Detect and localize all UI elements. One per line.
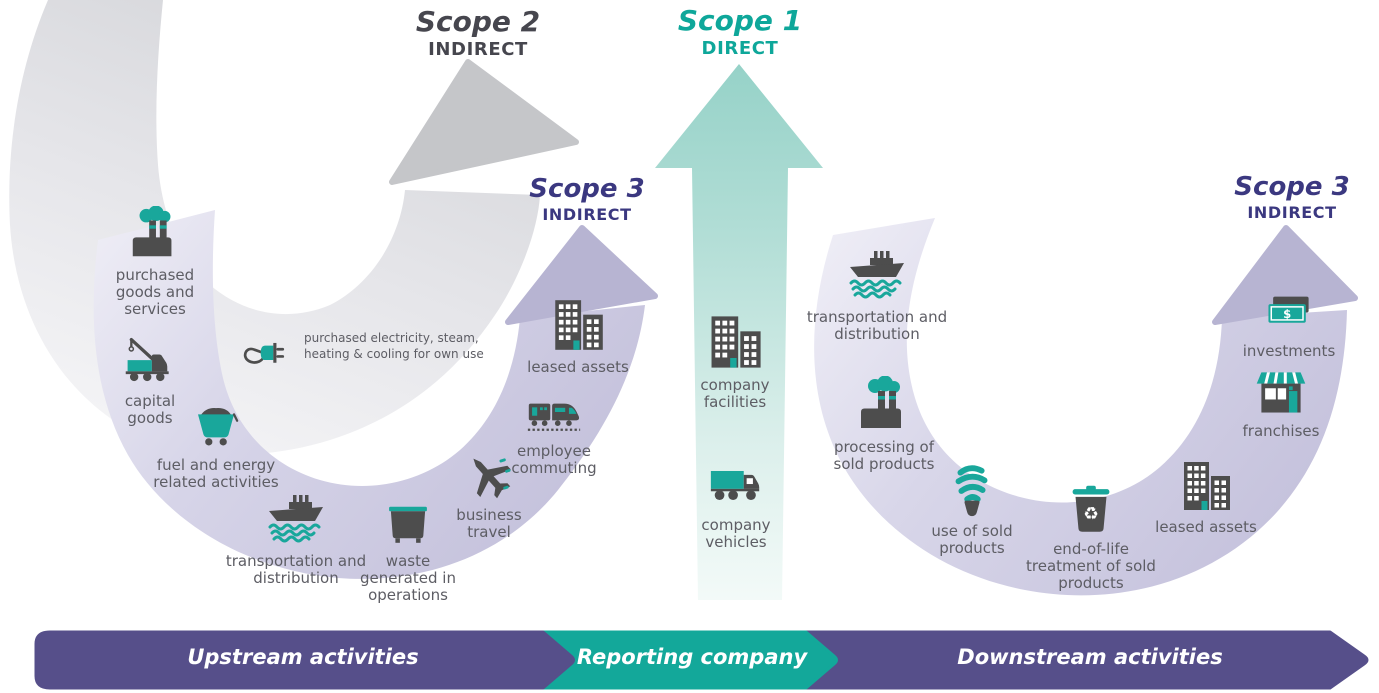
node-franchises: franchises	[1231, 364, 1331, 440]
scope1-title: Scope 1 DIRECT	[678, 4, 802, 59]
scope2-arc	[9, 0, 579, 455]
node-label: capital goods	[124, 392, 176, 428]
node-capital-goods: capital goods	[110, 334, 190, 427]
node-label: employee commuting	[511, 442, 597, 478]
node-label: business travel	[456, 506, 522, 542]
node-transportation-upstream: transportation and distribution	[222, 490, 370, 587]
node-label: transportation and distribution	[806, 308, 948, 344]
scope3-downstream-title-text: Scope 3	[1234, 172, 1350, 202]
node-label: transportation and distribution	[225, 552, 367, 588]
scope1-arrow-icon	[655, 64, 823, 600]
node-employee-commuting: employee commuting	[496, 384, 612, 477]
ship-icon	[266, 490, 326, 550]
ship-icon	[847, 246, 907, 306]
scope3-upstream-title: Scope 3 INDIRECT	[529, 174, 644, 224]
dumpster-icon	[381, 496, 435, 550]
minecart-icon	[189, 400, 243, 454]
node-processing-sold-products: processing of sold products	[819, 376, 949, 473]
node-label: processing of sold products	[833, 438, 935, 474]
node-label: fuel and energy related activities	[153, 456, 279, 492]
storefront-icon	[1253, 364, 1309, 420]
scope2-title-text: Scope 2	[415, 5, 541, 38]
bottom-banner	[34, 630, 1369, 690]
node-company-vehicles: company vehicles	[686, 456, 786, 551]
reporting-banner-shape	[541, 630, 838, 690]
node-label: company facilities	[700, 376, 770, 412]
node-label: leased assets	[1155, 518, 1257, 536]
reporting-banner-label: Reporting company	[576, 645, 808, 669]
cfl-bulb-icon	[943, 462, 1001, 520]
scope2-subtitle-text: INDIRECT	[428, 39, 528, 60]
money-icon	[1261, 284, 1317, 340]
node-transportation-downstream: transportation and distribution	[803, 246, 951, 343]
scope3-upstream-subtitle-text: INDIRECT	[542, 205, 632, 224]
buildings-icon	[547, 294, 609, 356]
node-label: investments	[1242, 342, 1336, 360]
scope1-title-text: Scope 1	[677, 4, 803, 37]
node-investments: investments	[1234, 284, 1344, 360]
node-purchased-goods: purchased goods and services	[103, 206, 207, 318]
node-end-of-life: end-of-life treatment of sold products	[1025, 480, 1157, 592]
upstream-banner-shape	[34, 630, 575, 690]
plug-icon	[240, 320, 294, 374]
upstream-banner-label: Upstream activities	[187, 645, 419, 669]
electricity-note: purchased electricity, steam, heating & …	[304, 331, 484, 361]
node-company-facilities: company facilities	[685, 310, 785, 411]
node-label: purchased goods and services	[115, 266, 195, 319]
node-business-travel: business travel	[444, 448, 534, 541]
scope2-title: Scope 2 INDIRECT	[416, 5, 540, 60]
buildings-icon	[703, 310, 767, 374]
scope3-upstream-arrow-icon	[505, 225, 658, 325]
truck-icon	[707, 456, 765, 514]
node-leased-assets-downstream: leased assets	[1141, 456, 1271, 536]
node-leased-assets-upstream: leased assets	[513, 294, 643, 376]
node-fuel-energy: fuel and energy related activities	[150, 400, 282, 491]
node-label: waste generated in operations	[360, 552, 456, 605]
factory-icon	[126, 206, 184, 264]
buildings-icon	[1176, 456, 1236, 516]
downstream-banner-label: Downstream activities	[957, 645, 1223, 669]
node-use-of-sold-products: use of sold products	[917, 462, 1027, 557]
node-label: franchises	[1242, 422, 1320, 440]
scope3-downstream-title: Scope 3 INDIRECT	[1234, 172, 1349, 222]
crane-truck-icon	[122, 334, 178, 390]
node-waste: waste generated in operations	[350, 496, 466, 604]
scope3-downstream-subtitle-text: INDIRECT	[1247, 203, 1337, 222]
scope3-upstream-title-text: Scope 3	[529, 174, 645, 204]
node-label: leased assets	[527, 358, 629, 376]
node-label: use of sold products	[931, 522, 1013, 558]
node-purchased-electricity: purchased electricity, steam, heating & …	[240, 320, 504, 374]
scope1-subtitle-text: DIRECT	[701, 38, 779, 59]
train-icon	[526, 384, 582, 440]
downstream-banner-shape	[804, 630, 1369, 690]
factory-icon	[854, 376, 914, 436]
node-label: end-of-life treatment of sold products	[1026, 540, 1156, 593]
node-label: company vehicles	[701, 516, 771, 552]
scope2-arrow-icon	[389, 59, 579, 185]
trash-recycle-icon	[1062, 480, 1120, 538]
